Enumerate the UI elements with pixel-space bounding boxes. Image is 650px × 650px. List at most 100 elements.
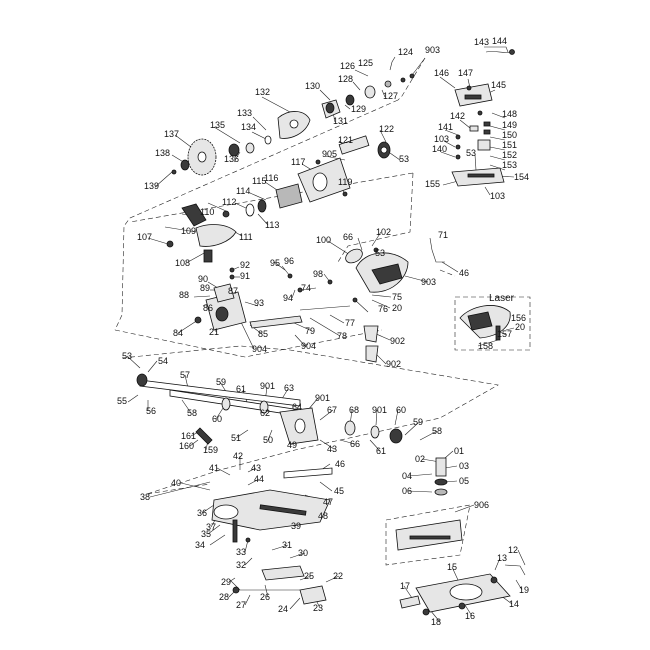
part-number-label: 56 <box>146 406 156 416</box>
part-number-label: 53 <box>122 351 132 361</box>
part-number-label: 55 <box>117 396 127 406</box>
part-number-label: 62 <box>260 408 270 418</box>
part-number-label: 91 <box>240 271 250 281</box>
part-number-label: 95 <box>270 258 280 268</box>
fan-part <box>245 203 255 217</box>
part-number-label: 27 <box>236 600 246 610</box>
clip-part <box>483 129 491 135</box>
part-number-label: 135 <box>210 120 225 130</box>
spring-part <box>232 519 238 543</box>
base-plate-part <box>395 519 463 551</box>
part-number-label: 157 <box>497 329 512 339</box>
part-number-label: 29 <box>221 577 231 587</box>
gearbox-cap-part <box>213 283 235 303</box>
part-number-label: 85 <box>258 329 268 339</box>
bushing-part <box>370 425 380 439</box>
screw-part <box>229 267 235 273</box>
part-number-label: 30 <box>298 548 308 558</box>
part-number-label: 59 <box>413 417 423 427</box>
part-number-label: 59 <box>216 377 226 387</box>
part-number-label: 61 <box>236 384 246 394</box>
part-number-label: 23 <box>313 603 323 613</box>
leader-lines <box>126 46 526 623</box>
part-number-label: 68 <box>349 405 359 415</box>
part-number-label: 108 <box>175 258 190 268</box>
part-number-label: 38 <box>140 492 150 502</box>
part-number-label: 98 <box>313 269 323 279</box>
screw-part <box>222 210 230 218</box>
screw-part <box>455 144 461 150</box>
part-number-label: 905 <box>322 149 337 159</box>
rod-part <box>431 249 445 263</box>
part-number-label: 122 <box>379 124 394 134</box>
bushing-part <box>259 400 269 414</box>
bevel-bolt-part <box>435 457 447 477</box>
part-number-label: 901 <box>315 393 330 403</box>
part-number-label: 156 <box>511 313 526 323</box>
part-number-label: 13 <box>497 553 507 563</box>
part-number-label: 32 <box>236 560 246 570</box>
part-number-label: 58 <box>432 426 442 436</box>
part-number-label: 117 <box>291 157 305 167</box>
fence-part <box>283 467 333 479</box>
foot-part <box>490 576 498 584</box>
part-number-label: 04 <box>402 471 412 481</box>
part-number-label: 42 <box>233 451 243 461</box>
part-number-label: 152 <box>502 150 517 160</box>
part-number-label: 132 <box>255 87 270 97</box>
part-number-label: 153 <box>502 160 517 170</box>
part-number-label: 90 <box>198 274 208 284</box>
handle-body-part <box>195 224 237 247</box>
screw-part <box>327 279 333 285</box>
screw-part <box>315 159 321 165</box>
part-number-label: 51 <box>231 433 241 443</box>
part-number-label: 128 <box>338 74 353 84</box>
extension-part <box>399 595 421 609</box>
part-number-label: 126 <box>340 61 355 71</box>
part-number-label: 40 <box>171 478 181 488</box>
screw-part <box>342 191 348 197</box>
part-number-label: 49 <box>287 440 297 450</box>
part-number-label: 12 <box>508 545 518 555</box>
bearing-part <box>257 199 267 213</box>
part-number-label: 39 <box>291 521 301 531</box>
part-number-label: 113 <box>265 220 279 230</box>
part-number-label: 150 <box>502 130 517 140</box>
part-number-label: 57 <box>180 370 190 380</box>
part-number-label: 100 <box>316 235 331 245</box>
part-number-label: 142 <box>450 111 465 121</box>
part-number-label: 54 <box>158 356 168 366</box>
part-number-label: 144 <box>492 36 507 46</box>
part-number-label: 05 <box>459 476 469 486</box>
part-number-label: 136 <box>224 154 239 164</box>
part-number-label: 37 <box>206 522 216 532</box>
part-number-label: 20 <box>515 322 525 332</box>
part-number-label: 110 <box>200 207 214 217</box>
turntable-disc-part <box>213 504 239 520</box>
part-number-label: 53 <box>375 248 385 258</box>
part-number-label: 158 <box>478 341 493 351</box>
clamp-part <box>504 564 526 576</box>
part-number-label: 84 <box>173 328 183 338</box>
part-number-label: 66 <box>343 232 353 242</box>
part-number-label: 46 <box>459 268 469 278</box>
flange-part <box>228 143 240 157</box>
laser-module-part <box>477 139 491 151</box>
bushing-part <box>344 420 356 436</box>
part-number-label: 01 <box>454 446 464 456</box>
part-number-label: 06 <box>402 486 412 496</box>
part-number-label: 31 <box>282 540 292 550</box>
part-number-label: 154 <box>514 172 529 182</box>
part-number-label: 21 <box>209 327 219 337</box>
part-number-label: 22 <box>333 571 343 581</box>
part-number-label: 88 <box>179 290 189 300</box>
part-number-label: 53 <box>399 154 409 164</box>
part-number-label: 87 <box>228 286 238 296</box>
part-number-label: 129 <box>351 104 366 114</box>
switch-part <box>469 125 479 132</box>
part-number-label: 75 <box>392 292 402 302</box>
laser-window-part <box>467 311 493 331</box>
part-number-label: 107 <box>137 232 152 242</box>
part-number-label: 906 <box>474 500 489 510</box>
